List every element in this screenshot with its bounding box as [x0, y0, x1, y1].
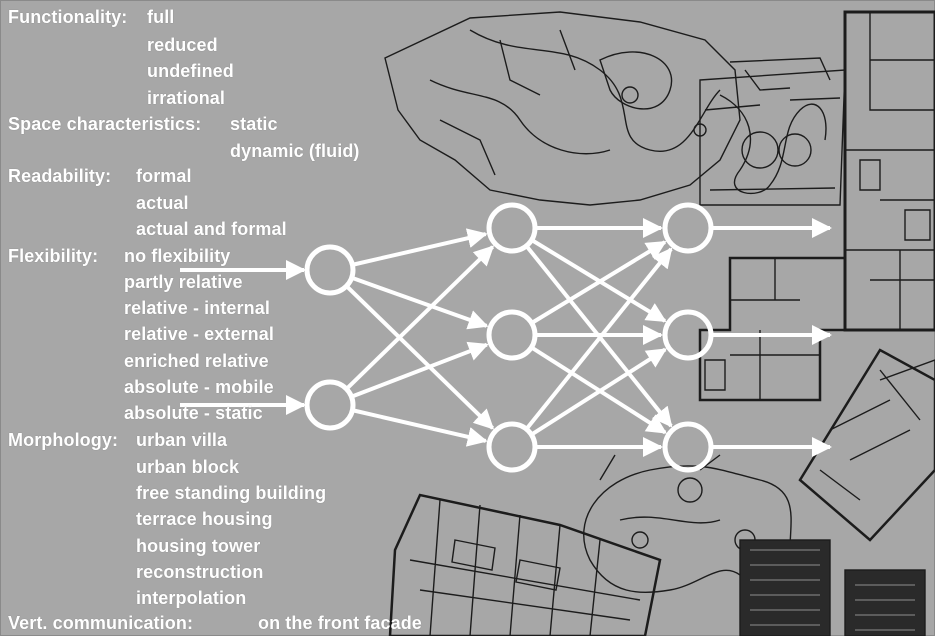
- rotated-building-drawing: [798, 348, 935, 542]
- flexibility-value-no-flexibility: no flexibility: [124, 246, 231, 266]
- landscape-site-plan-drawing: [583, 454, 792, 594]
- apartment-floor-plan-drawing: [843, 10, 935, 332]
- flexibility-value-partly-relative: partly relative: [124, 272, 243, 292]
- flexibility-value-absolute-static: absolute - static: [124, 403, 263, 423]
- connection-arrow-l1-2-1: [346, 245, 495, 390]
- readability-value-formal: formal: [136, 166, 192, 186]
- functionality-value-reduced: reduced: [147, 35, 218, 55]
- network-node-layer2-1: [486, 202, 538, 254]
- connection-arrow-l2-3-1: [526, 247, 673, 429]
- housing-tower-elevation-drawing: [739, 539, 926, 636]
- morphology-value-urban-block: urban block: [136, 457, 240, 477]
- morphology-value-interpolation: interpolation: [136, 588, 247, 608]
- connection-arrow-l1-1-3: [346, 285, 495, 430]
- flexibility-label: Flexibility:: [8, 246, 99, 266]
- network-node-layer1-1: [304, 244, 356, 296]
- morphology-value-urban-villa: urban villa: [136, 430, 228, 450]
- readability-label: Readability:: [8, 166, 112, 186]
- connection-arrow-l1-2-3: [353, 408, 488, 447]
- flexibility-value-relative-internal: relative - internal: [124, 298, 270, 318]
- connection-arrow-l1-2-2: [352, 341, 489, 398]
- morphology-label: Morphology:: [8, 430, 119, 450]
- readability-value-actual-and-formal: actual and formal: [136, 219, 287, 239]
- connection-arrow-l2-3-2: [532, 347, 667, 436]
- vertical-communication-label: Vert. communication:: [8, 613, 194, 633]
- connection-arrow-l1-1-2: [352, 276, 489, 330]
- network-node-layer2-3: [486, 421, 538, 473]
- symmetric-floor-plan-drawing: [699, 57, 846, 206]
- morphology-value-housing-tower: housing tower: [136, 536, 261, 556]
- vertical-communication-value-front-facade: on the front facade: [258, 613, 422, 633]
- flexibility-value-enriched-relative: enriched relative: [124, 351, 269, 371]
- network-node-layer2-2: [486, 309, 538, 361]
- room-floor-plan-drawing: [698, 256, 847, 402]
- space-value-static: static: [230, 114, 278, 134]
- flexibility-value-absolute-mobile: absolute - mobile: [124, 377, 274, 397]
- readability-value-actual: actual: [136, 193, 189, 213]
- network-node-layer3-2: [662, 309, 714, 361]
- connection-arrow-l2-2-1: [532, 240, 667, 324]
- functionality-value-irrational: irrational: [147, 88, 226, 108]
- space-value-dynamic: dynamic (fluid): [230, 141, 360, 161]
- network-node-layer3-3: [662, 421, 714, 473]
- morphology-value-terrace-housing: terrace housing: [136, 509, 273, 529]
- space-characteristics-label: Space characteristics:: [8, 114, 202, 134]
- morphology-value-reconstruction: reconstruction: [136, 562, 264, 582]
- functionality-value-undefined: undefined: [147, 61, 234, 81]
- connection-arrow-l1-1-1: [353, 228, 488, 267]
- morphology-value-free-standing-building: free standing building: [136, 483, 327, 503]
- urban-block-plan-drawing: [388, 493, 662, 636]
- functionality-label: Functionality:: [8, 7, 128, 27]
- organic-floor-plan-drawing: [384, 11, 741, 206]
- network-node-layer3-1: [662, 202, 714, 254]
- functionality-value-full: full: [147, 7, 175, 27]
- network-node-layer1-2: [304, 379, 356, 431]
- flexibility-value-relative-external: relative - external: [124, 324, 274, 344]
